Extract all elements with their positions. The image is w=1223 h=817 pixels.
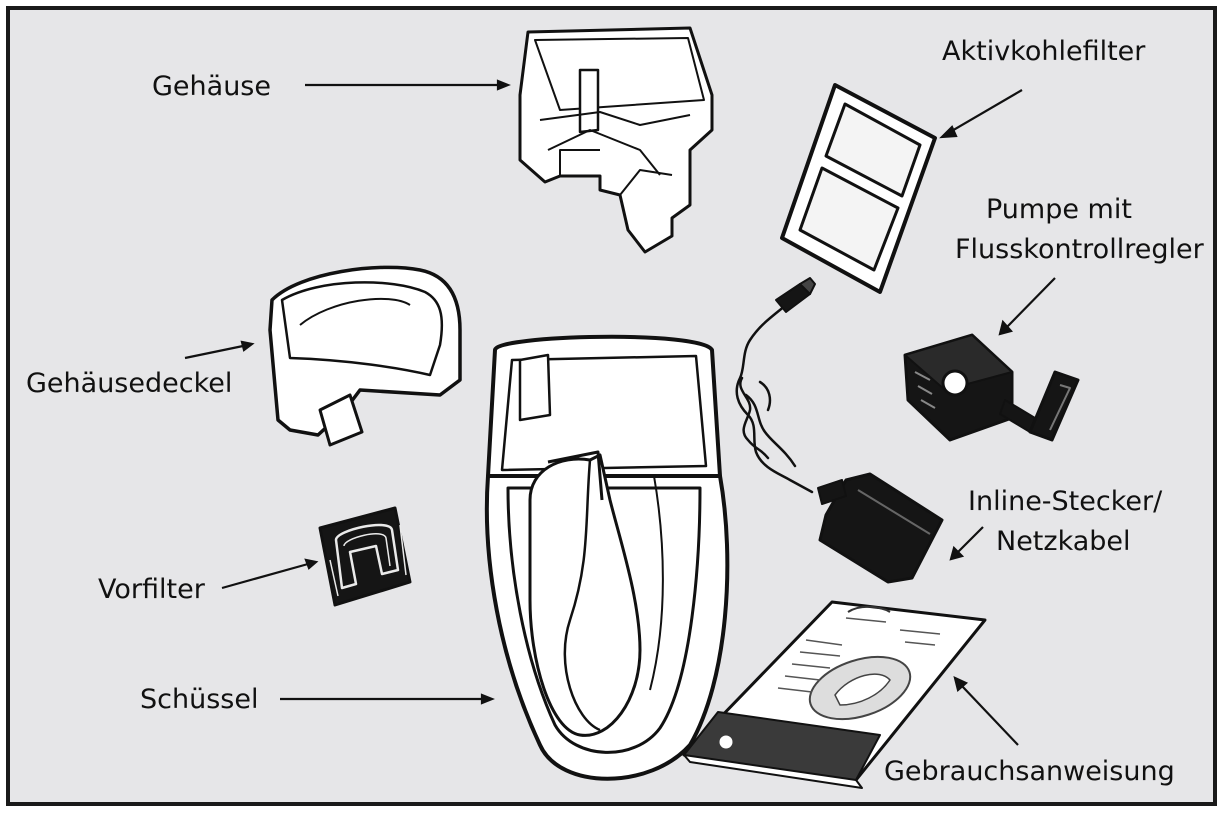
power-adapter-illustration xyxy=(817,472,944,584)
pre-filter-illustration xyxy=(318,506,412,607)
label-pumpe-line1: Pumpe mit xyxy=(986,194,1132,225)
label-inline-line2: Netzkabel xyxy=(996,526,1131,557)
label-gebrauchsanweisung: Gebrauchsanweisung xyxy=(884,756,1175,787)
label-aktivkohlefilter: Aktivkohlefilter xyxy=(942,36,1146,67)
label-pumpe-line2: Flusskontrollregler xyxy=(955,234,1205,265)
label-gehaeusedeckel: Gehäusedeckel xyxy=(26,368,232,399)
bowl-illustration xyxy=(484,334,730,781)
pump-illustration xyxy=(903,333,1080,442)
label-vorfilter: Vorfilter xyxy=(98,574,206,605)
power-cable-illustration xyxy=(735,290,814,494)
housing-lid-illustration xyxy=(268,265,462,447)
housing-illustration xyxy=(518,26,714,254)
label-schuessel: Schüssel xyxy=(140,684,258,715)
leader-line-inline xyxy=(957,526,984,553)
label-inline-line1: Inline-Stecker/ xyxy=(968,486,1163,517)
leader-line-pumpe xyxy=(1006,277,1056,328)
leader-lines xyxy=(184,79,1056,746)
label-gehaeuse: Gehäuse xyxy=(152,71,271,102)
leader-line-vorfilter xyxy=(221,562,309,590)
leader-line-gehaeusedeckel xyxy=(184,344,244,360)
leader-line-gebrauchsanweisung xyxy=(961,685,1019,746)
manual-illustration xyxy=(682,600,987,789)
leader-line-aktivkohlefilter xyxy=(949,89,1023,133)
cable-plug-illustration xyxy=(775,277,816,313)
carbon-filter-illustration xyxy=(780,83,937,294)
